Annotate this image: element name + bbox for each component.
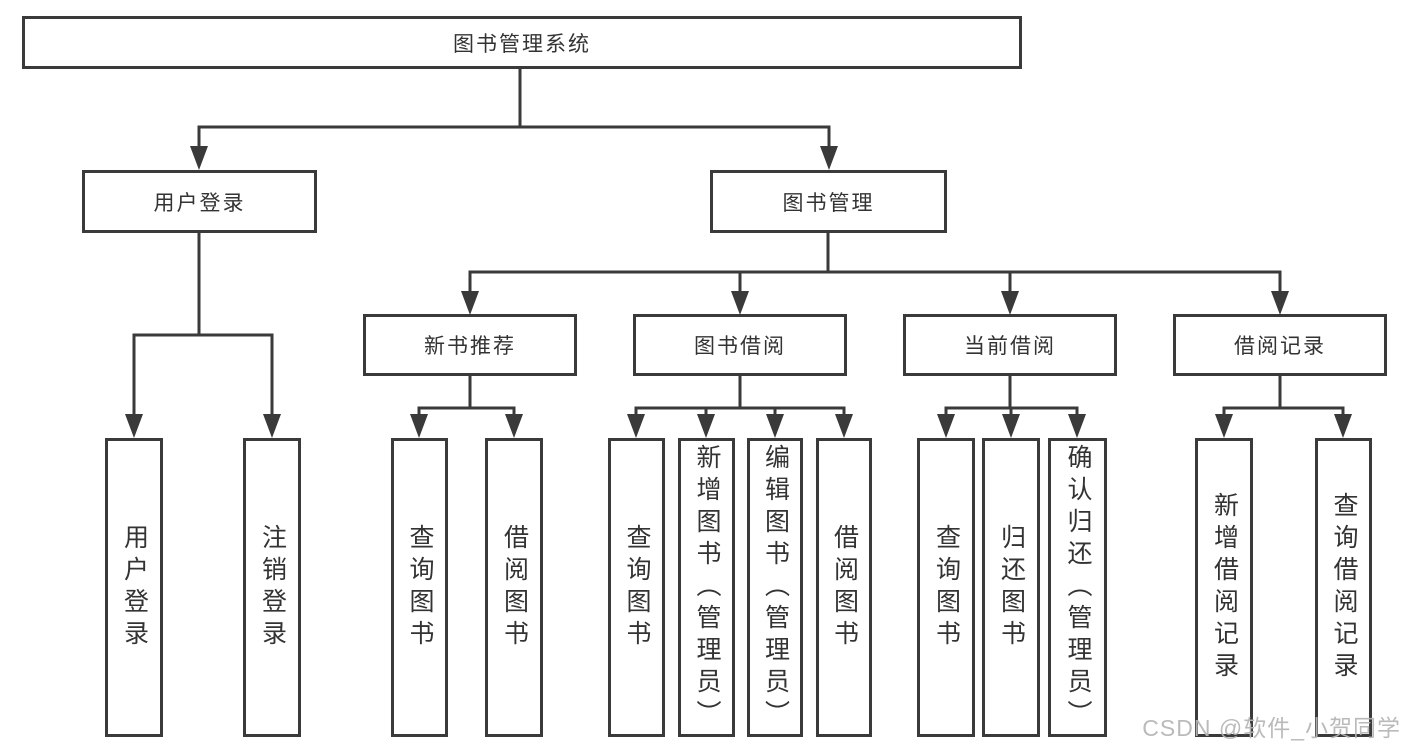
- connector-user-login-to-leaves: [125, 233, 281, 438]
- node-user-login: 用户登录: [82, 170, 317, 233]
- leaf-borrowing-query-books: 查询图书: [608, 438, 665, 737]
- node-book-borrowing: 图书借阅: [633, 314, 847, 376]
- leaf-label: 新增图书（管理员）: [693, 443, 721, 732]
- leaf-label: 用户登录: [120, 523, 149, 652]
- leaf-label: 借阅图书: [500, 523, 529, 652]
- leaf-label: 新增借阅记录: [1210, 491, 1239, 684]
- leaf-label: 归还图书: [997, 523, 1026, 652]
- node-current-borrowing: 当前借阅: [903, 314, 1117, 376]
- leaf-newbooks-borrow-books: 借阅图书: [485, 438, 543, 737]
- connector-root-to-level1: [190, 69, 838, 170]
- leaf-records-query-borrow-record: 查询借阅记录: [1315, 438, 1372, 737]
- leaf-current-return-books: 归还图书: [982, 438, 1040, 737]
- connector-borrow-records-to-leaves: [1215, 376, 1352, 438]
- leaf-logout: 注销登录: [243, 438, 301, 737]
- leaf-newbooks-query-books: 查询图书: [391, 438, 448, 737]
- connector-new-books-to-leaves: [410, 376, 523, 438]
- connector-book-mgmt-to-level2: [461, 233, 1289, 315]
- leaf-label: 查询图书: [406, 523, 434, 652]
- connector-current-borrow-to-leaves: [937, 376, 1086, 438]
- node-library-management-system: 图书管理系统: [22, 16, 1022, 69]
- leaf-label: 查询借阅记录: [1330, 491, 1358, 684]
- leaf-current-confirm-return-admin: 确认归还（管理员）: [1048, 438, 1107, 737]
- leaf-current-query-books: 查询图书: [917, 438, 975, 737]
- leaf-label: 借阅图书: [830, 523, 859, 652]
- node-borrowing-records: 借阅记录: [1173, 314, 1387, 376]
- leaf-label: 查询图书: [623, 523, 651, 652]
- node-book-management: 图书管理: [710, 170, 947, 233]
- leaf-borrowing-add-books-admin: 新增图书（管理员）: [678, 438, 735, 737]
- leaf-label: 查询图书: [932, 523, 961, 652]
- leaf-borrowing-borrow-books: 借阅图书: [816, 438, 872, 737]
- connector-book-borrow-to-leaves: [627, 376, 853, 438]
- leaf-borrowing-edit-books-admin: 编辑图书（管理员）: [747, 438, 803, 737]
- leaf-label: 编辑图书（管理员）: [761, 443, 790, 732]
- leaf-records-add-borrow-record: 新增借阅记录: [1195, 438, 1253, 737]
- leaf-label: 确认归还（管理员）: [1064, 443, 1092, 732]
- leaf-label: 注销登录: [258, 523, 287, 652]
- node-new-book-recommendation: 新书推荐: [363, 314, 577, 376]
- leaf-user-login: 用户登录: [105, 438, 163, 737]
